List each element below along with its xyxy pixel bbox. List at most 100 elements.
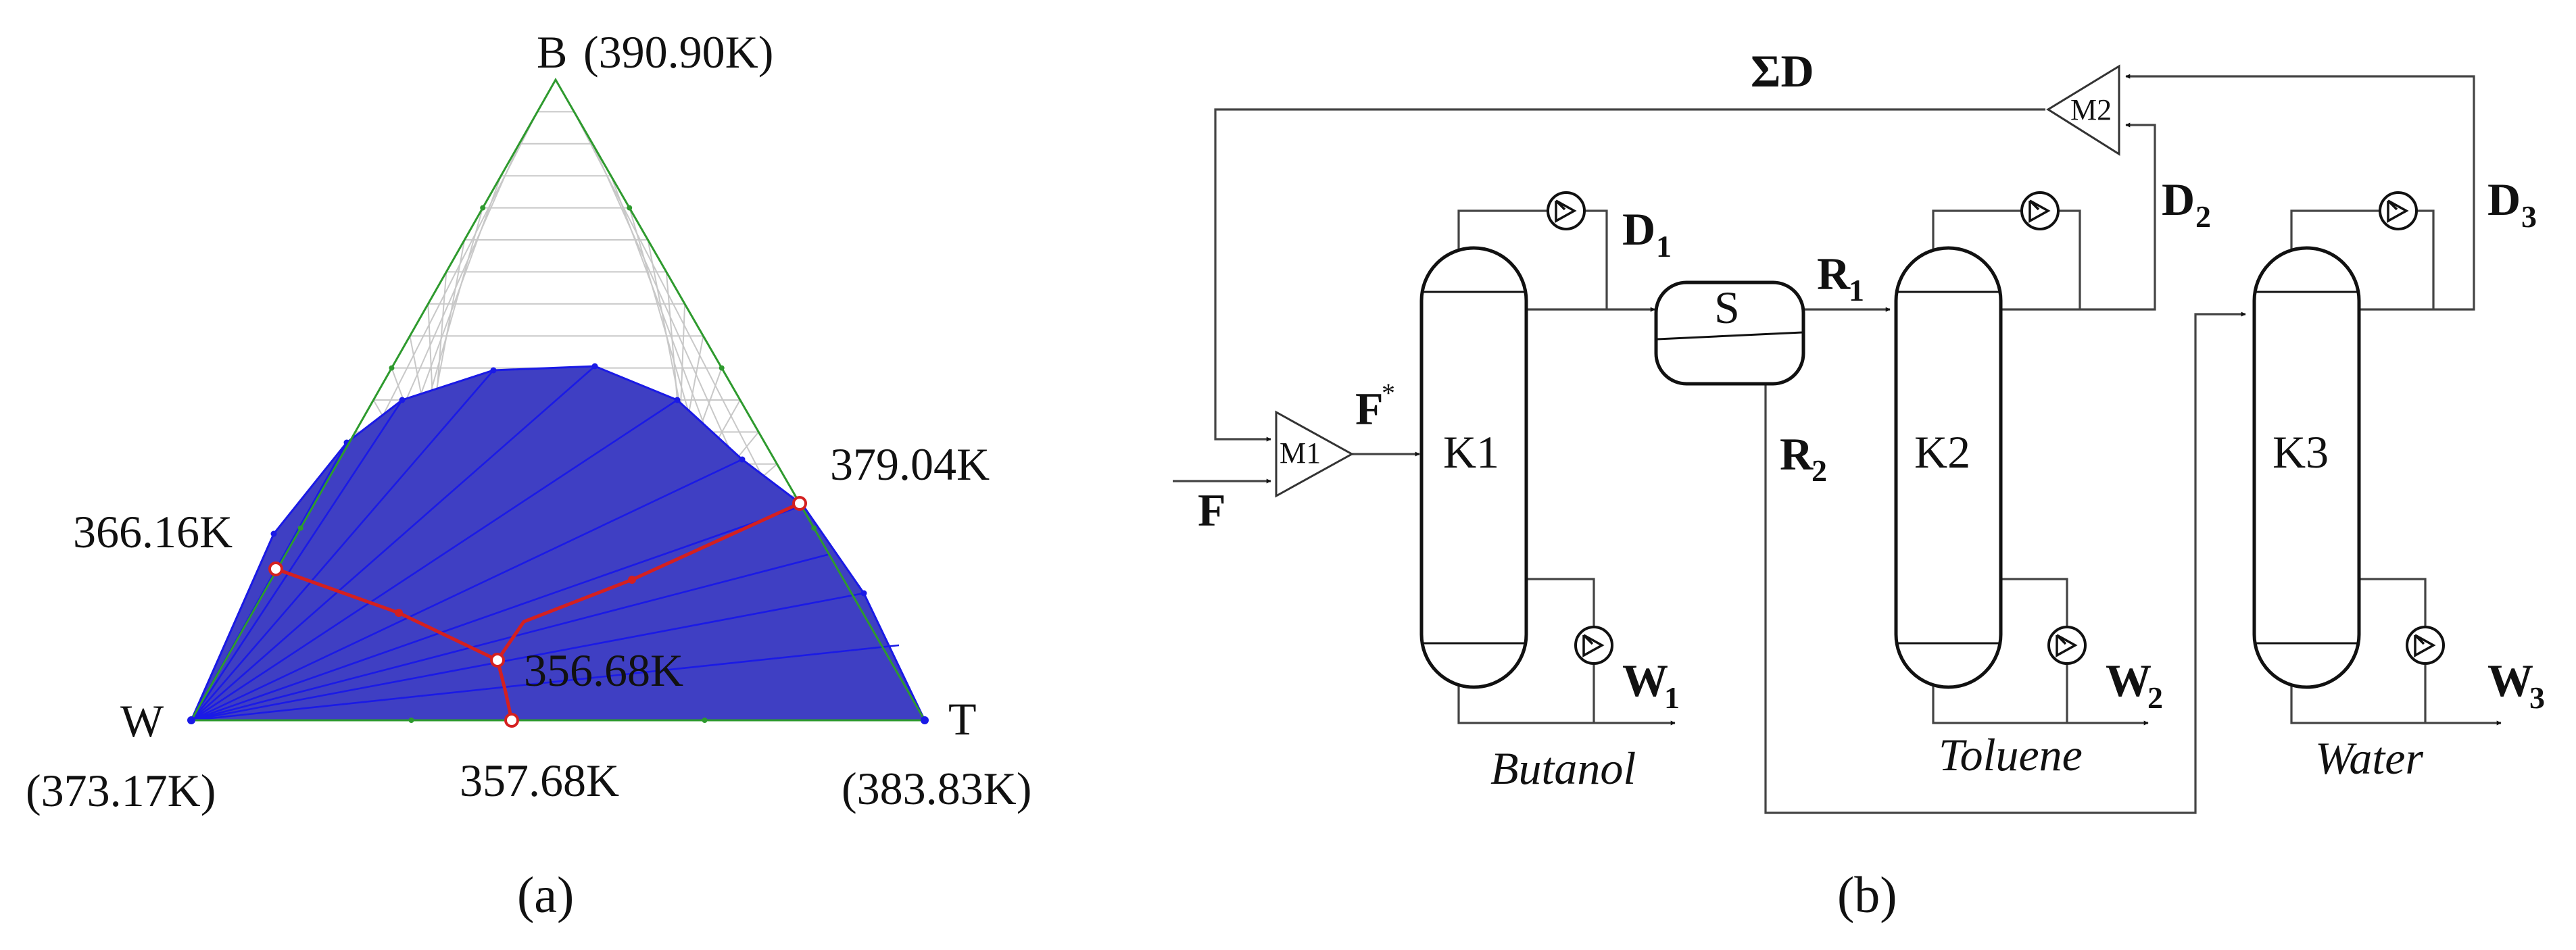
tie-line [191, 504, 804, 722]
condenser-k1 [1547, 191, 1586, 230]
mixer-m2 [2046, 64, 2120, 156]
stream-label-d3: D [2487, 174, 2521, 225]
mixer-m1 [1275, 410, 1355, 498]
boundary-arrow [628, 576, 636, 584]
k3-bottom-line [2359, 578, 2427, 723]
column-k2-label: K2 [1914, 426, 1970, 478]
column-k3 [2252, 246, 2361, 689]
tie-line [190, 399, 404, 721]
tie-line [191, 370, 494, 721]
stream-label-r1: R [1817, 248, 1851, 299]
separator-s [1654, 280, 1805, 386]
recycle-line [1214, 108, 2045, 442]
column-k3-label: K3 [2273, 426, 2329, 478]
tie-line [191, 644, 900, 722]
stream-label-d2: D [2162, 174, 2195, 225]
k2-distillate-line [2001, 122, 2156, 311]
azeotrope-point [792, 496, 807, 511]
k3-distillate-line [2125, 74, 2475, 311]
reboiler-k3 [2406, 626, 2445, 665]
product-label-water: Water [2315, 732, 2423, 784]
caption-b: (b) [1837, 867, 1897, 924]
edge-marker [627, 205, 633, 211]
caption-a: (a) [517, 867, 574, 924]
stream-label-r2-sub: 2 [1812, 453, 1827, 488]
edge-marker [297, 525, 303, 531]
mixer-m2-label: M2 [2070, 93, 2112, 126]
binodal-point [860, 590, 867, 597]
vertex-temp-w: (373.17K) [26, 765, 216, 816]
product-label-butanol: Butanol [1490, 743, 1636, 794]
stream-label-d1: D [1622, 203, 1655, 255]
stream-label-mixed-feed: F [1355, 383, 1384, 434]
stream-label-r2: R [1780, 428, 1814, 480]
stream-label-d2-sub: 2 [2195, 199, 2211, 234]
vertex-label-t: T [948, 693, 977, 745]
vertex-point [921, 716, 929, 724]
tie-line [191, 458, 743, 722]
binodal-point [739, 456, 746, 463]
k2-bottom-line [2001, 578, 2068, 723]
vertex-temp-b: (390.90K) [583, 26, 773, 78]
separator-label: S [1714, 282, 1740, 333]
tie-line [191, 366, 596, 721]
k1-w1-line [1457, 682, 1676, 726]
boundary-arrow [395, 609, 403, 617]
edge-marker [408, 718, 414, 723]
tie-line [191, 592, 865, 722]
ternary-diagram: B (390.90K) W (373.17K) T (383.83K) 366.… [26, 26, 1031, 924]
tie-line [190, 533, 275, 721]
stream-label-d1-sub: 1 [1656, 229, 1672, 264]
binodal-point [490, 367, 497, 374]
two-phase-region [189, 365, 927, 722]
stream-label-r1-sub: 1 [1849, 273, 1864, 307]
distillation-boundaries [187, 496, 929, 728]
edge-marker [702, 718, 708, 723]
temp-label-binary-bottom: 357.68K [460, 755, 619, 806]
mixer-m1-label: M1 [1280, 436, 1321, 470]
tie-line [191, 553, 831, 722]
column-k1 [1419, 246, 1528, 689]
k2-w2-line [1932, 682, 2149, 726]
vertex-point [187, 716, 195, 724]
edge-marker [480, 205, 486, 211]
temp-label-binary-left: 366.16K [73, 506, 233, 557]
stream-label-w2: W [2106, 655, 2152, 706]
k2-top-line [1932, 209, 2081, 309]
stream-label-d3-sub: 3 [2521, 199, 2537, 234]
stream-label-w3: W [2487, 655, 2533, 706]
product-label-toluene: Toluene [1939, 729, 2083, 780]
column-k2 [1894, 246, 2003, 689]
k1-bottom-line [1526, 578, 1595, 723]
stream-label-w1-sub: 1 [1664, 680, 1680, 715]
binodal-point [399, 397, 406, 403]
azeotrope-point [490, 653, 505, 668]
vertex-label-w: W [120, 695, 164, 747]
edge-marker [389, 365, 395, 371]
stream-label-recycle: ΣD [1751, 45, 1814, 97]
condenser-k3 [2379, 191, 2418, 230]
edge-marker [811, 525, 817, 531]
k1-top-line [1457, 209, 1608, 309]
vertex-label-b: B [537, 26, 567, 78]
azeotrope-point [268, 561, 283, 576]
column-k1-label: K1 [1443, 426, 1499, 478]
binodal-point [674, 397, 681, 403]
k3-w3-line [2290, 682, 2502, 726]
temp-label-binary-right: 379.04K [830, 439, 990, 490]
tie-line [191, 399, 678, 722]
stream-label-mixed-feed-sup: * [1382, 378, 1395, 408]
triangle-edges [189, 77, 927, 722]
r2-line [1764, 311, 2246, 814]
distillation-boundary [495, 501, 801, 661]
process-flowsheet: M1 M2 K1 K2 K3 S [1173, 45, 2545, 924]
edge-marker [719, 365, 725, 371]
reboiler-k1 [1574, 626, 1613, 665]
azeotrope-point [504, 713, 519, 728]
k3-top-line [2290, 209, 2435, 309]
vertex-temp-t: (383.83K) [842, 763, 1031, 814]
stream-label-feed: F [1198, 484, 1226, 536]
separator-interface [1657, 331, 1803, 341]
condenser-k2 [2020, 191, 2060, 230]
